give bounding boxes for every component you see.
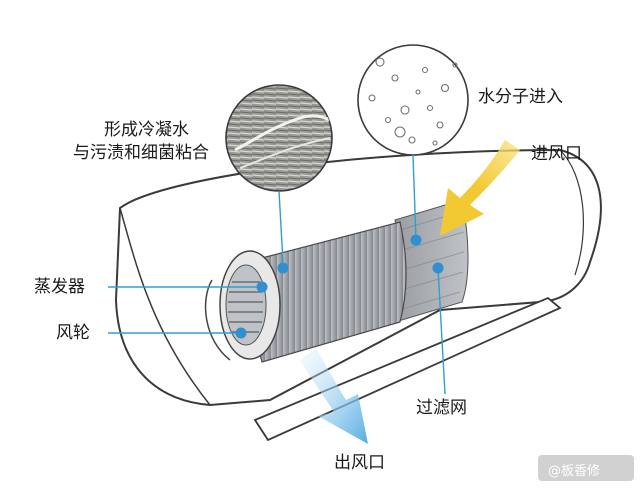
outlet-arrow: [300, 348, 368, 444]
leader-lines: [108, 154, 446, 395]
label-evaporator: 蒸发器: [34, 277, 85, 297]
label-filter: 过滤网: [416, 398, 467, 418]
leader-condensate: [278, 190, 284, 263]
zoom-water-circle: [357, 44, 469, 156]
watermark: @板香修: [548, 464, 601, 479]
fan-wheel: [204, 250, 281, 361]
zoom-condensate-circle: [225, 84, 333, 192]
label-fan-wheel: 风轮: [56, 323, 90, 343]
label-water-molecules: 水分子进入: [478, 87, 563, 107]
leader-filter: [437, 267, 446, 395]
inlet-arrow: [440, 140, 520, 236]
label-air-outlet: 出风口: [334, 453, 385, 473]
leader-dots: [235, 234, 444, 339]
leader-water: [412, 154, 417, 241]
label-condense-line1: 形成冷凝水: [104, 120, 189, 140]
label-air-inlet: 进风口: [531, 144, 582, 164]
label-condense-line2: 与污渍和细菌粘合: [73, 143, 209, 163]
watermark-bg: [538, 455, 634, 481]
